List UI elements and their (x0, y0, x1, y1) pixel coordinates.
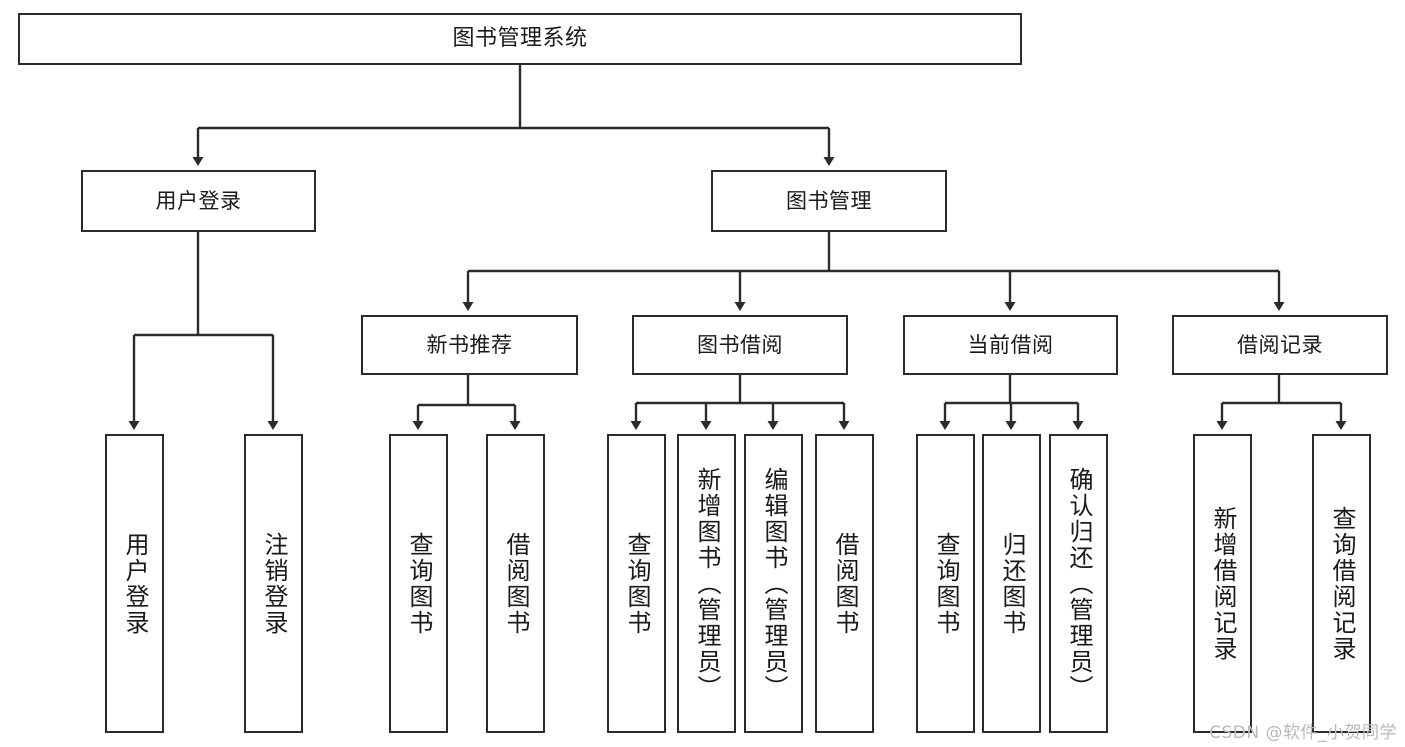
node-leaf-user-login[interactable]: 用户登录 (105, 434, 164, 733)
node-leaf-edit-book-label: 编辑图书（管理员） (759, 466, 788, 701)
node-leaf-user-logout-label: 注销登录 (259, 531, 288, 636)
node-leaf-borrow-book-1[interactable]: 借阅图书 (486, 434, 545, 733)
node-leaf-return-book[interactable]: 归还图书 (982, 434, 1041, 733)
node-leaf-confirm-return-label: 确认归还（管理员） (1064, 466, 1093, 701)
node-user-login[interactable]: 用户登录 (81, 170, 316, 232)
node-book-borrow[interactable]: 图书借阅 (632, 315, 848, 375)
node-root[interactable]: 图书管理系统 (18, 13, 1022, 65)
node-leaf-edit-book[interactable]: 编辑图书（管理员） (744, 434, 803, 733)
node-leaf-borrow-book-2-label: 借阅图书 (830, 531, 859, 636)
node-leaf-query-book-2-label: 查询图书 (622, 531, 651, 636)
node-new-book-rec[interactable]: 新书推荐 (361, 315, 578, 375)
node-current-borrow-label: 当前借阅 (967, 332, 1054, 357)
node-leaf-query-book-2[interactable]: 查询图书 (607, 434, 666, 733)
watermark-text: CSDN @软件_小贺同学 (1209, 723, 1397, 743)
node-leaf-return-book-label: 归还图书 (997, 531, 1026, 636)
node-leaf-query-book-3[interactable]: 查询图书 (916, 434, 975, 733)
node-leaf-query-book-1[interactable]: 查询图书 (389, 434, 448, 733)
node-leaf-confirm-return[interactable]: 确认归还（管理员） (1049, 434, 1108, 733)
node-current-borrow[interactable]: 当前借阅 (903, 315, 1118, 375)
node-leaf-user-login-label: 用户登录 (120, 531, 149, 636)
node-book-borrow-label: 图书借阅 (697, 332, 783, 357)
node-leaf-borrow-book-2[interactable]: 借阅图书 (815, 434, 874, 733)
node-root-label: 图书管理系统 (452, 26, 588, 52)
node-borrow-record-label: 借阅记录 (1237, 332, 1323, 357)
node-borrow-record[interactable]: 借阅记录 (1172, 315, 1388, 375)
node-leaf-query-book-3-label: 查询图书 (931, 531, 960, 636)
node-leaf-query-record-label: 查询借阅记录 (1327, 505, 1356, 662)
node-leaf-add-book[interactable]: 新增图书（管理员） (677, 434, 736, 733)
node-new-book-rec-label: 新书推荐 (426, 332, 513, 357)
node-user-login-label: 用户登录 (155, 188, 242, 213)
node-book-manage[interactable]: 图书管理 (711, 170, 947, 232)
node-leaf-user-logout[interactable]: 注销登录 (244, 434, 303, 733)
node-leaf-add-record-label: 新增借阅记录 (1208, 505, 1237, 662)
node-leaf-query-book-1-label: 查询图书 (404, 531, 433, 636)
node-leaf-query-record[interactable]: 查询借阅记录 (1312, 434, 1371, 733)
node-book-manage-label: 图书管理 (786, 188, 872, 213)
node-leaf-add-book-label: 新增图书（管理员） (692, 466, 721, 701)
node-leaf-add-record[interactable]: 新增借阅记录 (1193, 434, 1252, 733)
node-leaf-borrow-book-1-label: 借阅图书 (501, 531, 530, 636)
